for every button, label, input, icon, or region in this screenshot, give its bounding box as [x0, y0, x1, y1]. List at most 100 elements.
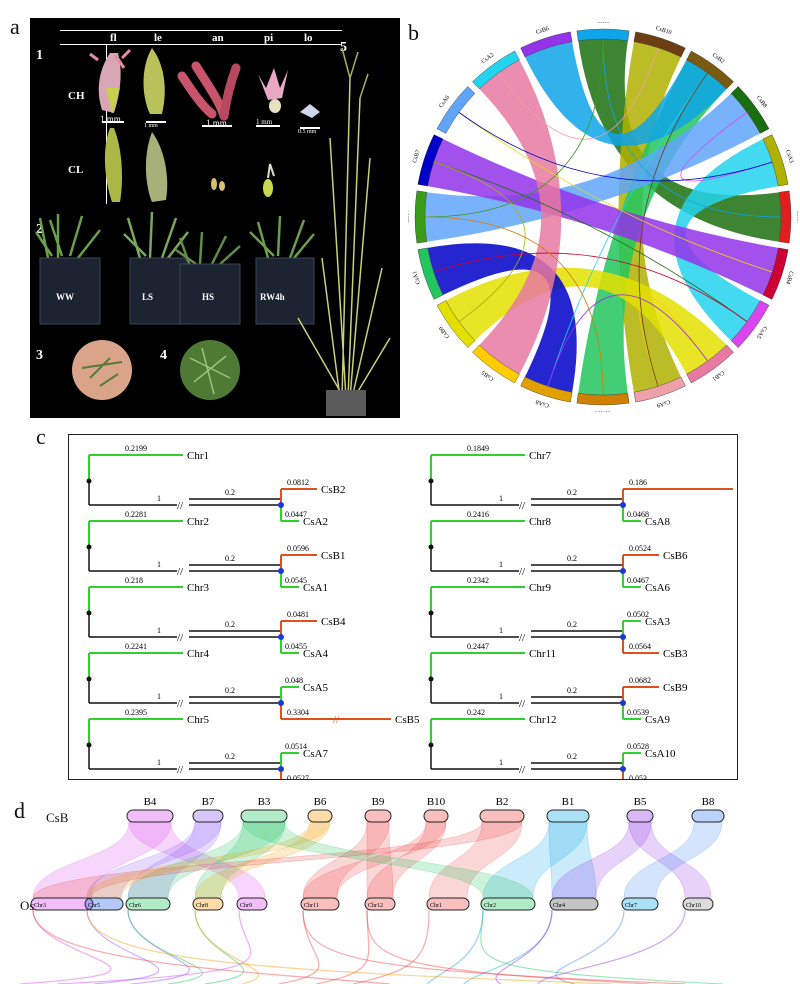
circos-ribbon: [674, 138, 779, 341]
synteny-ribbons: [19, 821, 724, 984]
b-gene-name: CsB6: [663, 550, 688, 562]
circos-link-line: [424, 38, 604, 218]
circos-label: CsA10: [595, 410, 612, 412]
b-branch-length: 0.0527: [287, 774, 309, 779]
circos-link-line: [547, 72, 708, 387]
svg-text:Chr12: Chr12: [368, 903, 383, 909]
os-block-chr8: Chr8: [192, 897, 224, 911]
a-gene-name: CsA7: [303, 748, 329, 760]
circos-segment-csa10: [576, 393, 630, 406]
pistil-cl-shape: [263, 163, 275, 197]
panel-letter-c: c: [36, 424, 46, 449]
tall-plant: [297, 47, 391, 399]
label-hs: HS: [202, 292, 215, 302]
mid-branch-length: 0.2: [567, 686, 577, 695]
a-branch-length: 0.0447: [285, 510, 307, 519]
svg-text:Chr5: Chr5: [88, 903, 100, 909]
outer-branch-length: 1: [499, 692, 503, 701]
outer-branch-length: 1: [157, 494, 161, 503]
a-gene-name: CsA6: [645, 582, 671, 594]
circos-ribbon: [578, 59, 727, 395]
circos-link-line: [458, 112, 773, 273]
circos-label: CsA5: [755, 325, 768, 340]
label-ls: LS: [142, 292, 154, 302]
scale-le: 1 mm: [144, 123, 158, 129]
os-block-chr6: Chr6: [125, 897, 171, 911]
row-cl: CL: [68, 164, 84, 176]
a-gene-name: CsA8: [645, 516, 671, 528]
soil-circle: [72, 340, 132, 400]
branch-break-mark: //: [333, 714, 340, 726]
circos-segment-csb10: [633, 31, 686, 58]
b-gene-name: CsB9: [663, 682, 688, 694]
circos-label: CsB8: [755, 95, 768, 109]
ref-branch-length: 0.2447: [467, 642, 489, 651]
outer-branch-length: 1: [157, 626, 161, 635]
pot-ww: [34, 214, 101, 325]
row-ch: CH: [68, 90, 85, 102]
ref-name: Chr11: [529, 648, 556, 660]
a-branch-length: 0.0514: [285, 742, 307, 751]
circos-segment-csb1: [686, 344, 734, 384]
circos-segment-csb7: [417, 134, 444, 187]
a-gene-name: CsA10: [645, 748, 676, 760]
b-gene-name: CsB3: [663, 648, 688, 660]
b-branch-length: 0.0596: [287, 544, 309, 553]
svg-text:B6: B6: [314, 796, 327, 808]
outer-branch-length: 1: [499, 494, 503, 503]
circos-label: CsA6: [438, 95, 451, 110]
circos-segment-csb8: [730, 86, 770, 134]
circos-label: CsA8: [535, 398, 550, 408]
circos-link-line: [547, 294, 708, 387]
circos-link-line: [638, 294, 708, 387]
ref-name: Chr12: [529, 714, 557, 726]
section-2-label: 2: [36, 222, 43, 237]
circos-label: CsB6: [535, 26, 550, 36]
os-block-chr12: Chr12: [364, 897, 396, 911]
circos-segment-csb4: [762, 247, 789, 300]
trees-svg: 0.2199Chr1//10.20.0812CsB20.0447CsA20.22…: [86, 444, 733, 779]
panel-b-circos: CsB3CsB10CsB2CsB8CsA3CsA7CsB4CsA5CsB1CsA…: [408, 22, 798, 412]
scale-fl: 1 mm: [100, 114, 121, 124]
track-label-os: Os: [20, 898, 35, 913]
circos-segment-csa8: [520, 376, 573, 403]
b-gene-name: CsB1: [321, 550, 345, 562]
circos-label: CsB5: [481, 369, 495, 382]
csb-block-b9: B9: [364, 796, 392, 823]
outer-branch-length: 1: [157, 692, 161, 701]
b-branch-length: 0.0564: [629, 642, 651, 651]
circos-ribbon: [479, 59, 562, 375]
section-4-label: 4: [160, 348, 167, 363]
lemma-cl-shape: [145, 132, 168, 202]
circos-link-line: [433, 161, 748, 322]
ref-name: Chr9: [529, 582, 552, 594]
panel-letter-a: a: [10, 14, 20, 39]
b-branch-length: 0.0812: [287, 478, 309, 487]
b-branch-length: 0.053: [629, 774, 647, 779]
ref-name: Chr5: [187, 714, 210, 726]
circos-link-line: [680, 112, 773, 182]
svg-text:B7: B7: [202, 796, 215, 808]
outer-branch-length: 1: [499, 758, 503, 767]
svg-text:B4: B4: [144, 796, 157, 808]
mid-branch-length: 0.2: [567, 752, 577, 761]
a-gene-name: CsA9: [645, 714, 671, 726]
a-branch-length: 0.0502: [627, 610, 649, 619]
circos-link-line: [498, 47, 659, 140]
csb-block-b3: B3: [240, 796, 288, 823]
branch-break-mark: //: [519, 698, 526, 710]
circos-segment-csb9: [436, 300, 476, 348]
svg-text:Chr6: Chr6: [129, 903, 141, 909]
svg-text:Chr11: Chr11: [304, 903, 319, 909]
pot-hs: [175, 231, 241, 325]
svg-text:B3: B3: [258, 796, 271, 808]
csb-block-b5: B5: [626, 796, 654, 823]
